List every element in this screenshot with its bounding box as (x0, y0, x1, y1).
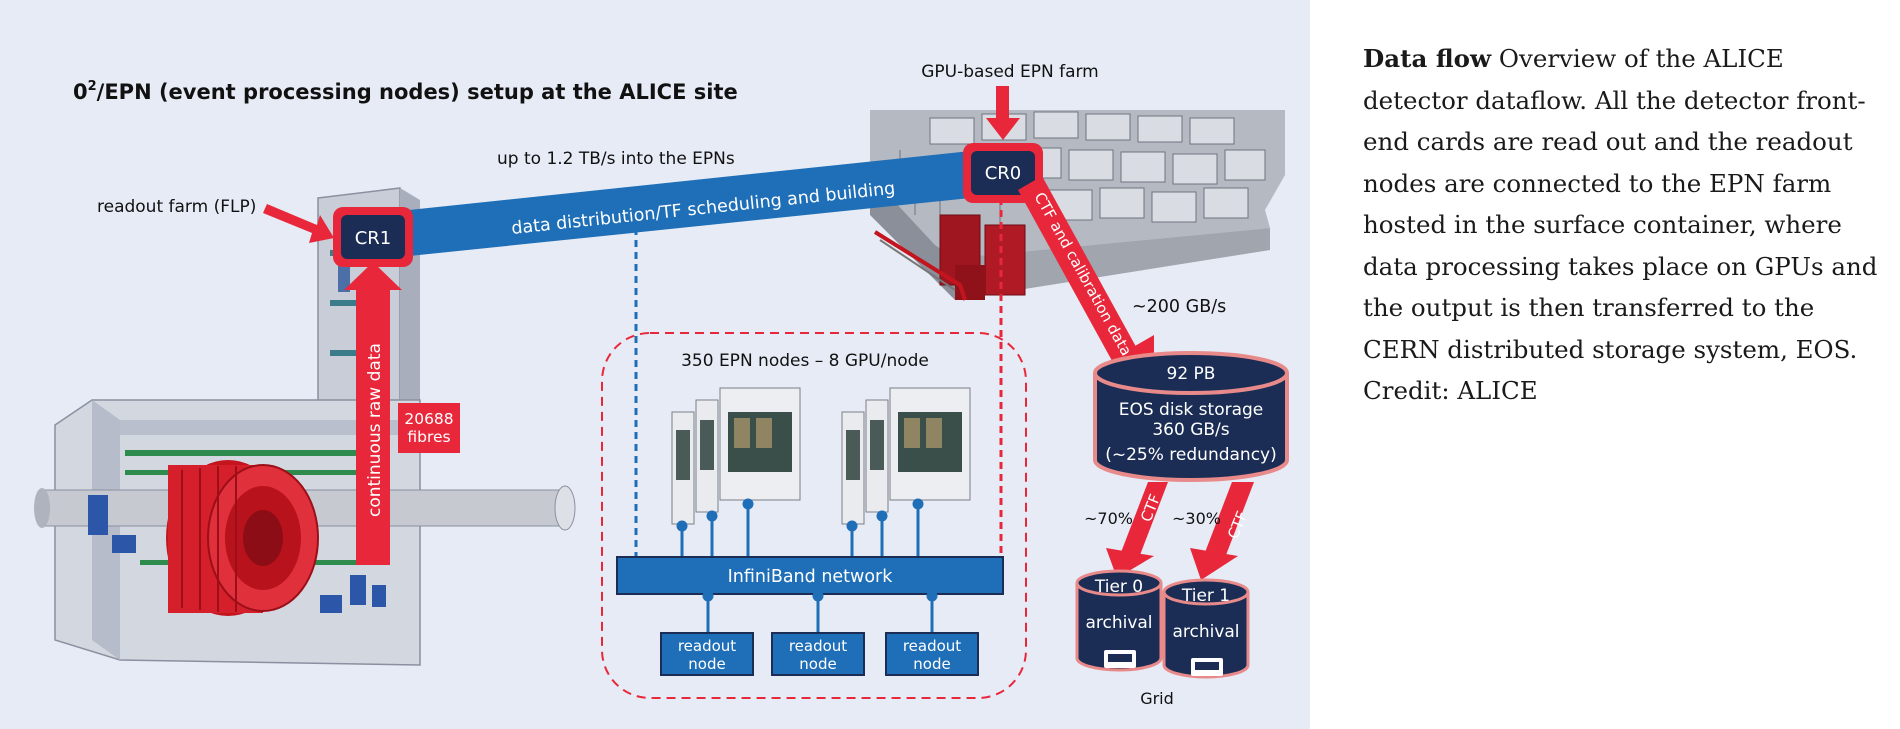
tier1-archival: Tier 1 archival (1162, 578, 1250, 679)
gpu-server-group-left (671, 387, 801, 525)
epn-nodes-label: 350 EPN nodes – 8 GPU/node (681, 351, 929, 371)
ctf-arrow-tier1: CTF (1190, 482, 1254, 580)
svg-text:archival: archival (1172, 622, 1239, 642)
caption-heading: Data flow (1363, 44, 1492, 73)
throughput-label: up to 1.2 TB/s into the EPNs (497, 149, 735, 169)
svg-text:readout: readout (903, 637, 961, 655)
alice-dataflow-diagram: 02/EPN (event processing nodes) setup at… (0, 0, 1310, 729)
svg-text:CR1: CR1 (355, 228, 392, 249)
svg-text:Tier 1: Tier 1 (1181, 586, 1230, 606)
svg-text:node: node (913, 655, 950, 673)
infiniband-network: InfiniBand network (616, 556, 1004, 595)
svg-text:node: node (799, 655, 836, 673)
svg-text:360 GB/s: 360 GB/s (1152, 420, 1229, 440)
gpu-farm-label: GPU-based EPN farm (921, 62, 1099, 82)
l3-magnet (166, 460, 319, 616)
pct-70-label: ~70% (1084, 509, 1133, 528)
data-distribution-band (390, 150, 980, 258)
svg-text:readout: readout (789, 637, 847, 655)
svg-text:(~25% redundancy): (~25% redundancy) (1105, 445, 1277, 465)
svg-text:fibres: fibres (407, 428, 450, 446)
svg-text:archival: archival (1085, 613, 1152, 633)
readout-node-2: readout node (771, 632, 865, 676)
cr1-node: CR1 (333, 207, 413, 267)
grid-label: Grid (1140, 689, 1174, 708)
gpu-farm-arrow (986, 86, 1020, 140)
gpu-server-group-right (841, 387, 971, 525)
cr0-node: CR0 (963, 143, 1043, 203)
eos-disk-storage: 92 PB EOS disk storage 360 GB/s (~25% re… (1093, 351, 1289, 482)
svg-text:readout: readout (678, 637, 736, 655)
tier0-archival: Tier 0 archival (1075, 569, 1163, 672)
svg-text:node: node (688, 655, 725, 673)
readout-farm-label: readout farm (FLP) (97, 197, 256, 217)
svg-text:EOS disk storage: EOS disk storage (1119, 400, 1264, 420)
readout-farm-arrow (263, 204, 334, 243)
caption-body: Overview of the ALICE detector dataflow.… (1363, 44, 1878, 405)
pct-30-label: ~30% (1172, 509, 1221, 528)
fibres-badge: 20688 fibres (398, 403, 460, 453)
rate-200-label: ~200 GB/s (1132, 297, 1226, 317)
readout-node-3: readout node (885, 632, 979, 676)
server-connectors (676, 498, 924, 558)
svg-text:92 PB: 92 PB (1167, 364, 1216, 384)
figure-caption: Data flow Overview of the ALICE detector… (1363, 38, 1883, 412)
readout-node-1: readout node (660, 632, 754, 676)
container-red-units (939, 214, 1026, 300)
svg-text:20688: 20688 (404, 410, 453, 428)
svg-text:Tier 0: Tier 0 (1094, 577, 1143, 597)
readout-connectors (702, 590, 938, 633)
svg-text:continuous raw data: continuous raw data (365, 343, 385, 517)
svg-text:InfiniBand network: InfiniBand network (728, 567, 894, 587)
raw-data-arrow: continuous raw data (344, 262, 402, 565)
svg-text:CR0: CR0 (985, 163, 1022, 184)
diagram-title: 02/EPN (event processing nodes) setup at… (73, 79, 738, 104)
